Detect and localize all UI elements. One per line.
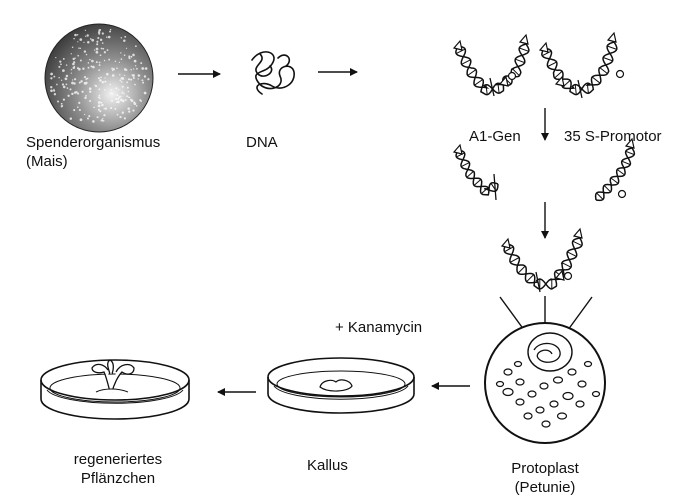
donor-label-line1: Spenderorganismus: [26, 134, 161, 151]
plantlet: [91, 359, 135, 393]
a1-gene-fragment: [452, 143, 499, 201]
protoplast-label-line1: Protoplast: [511, 460, 579, 477]
promoter-fragment-helix: [538, 31, 625, 99]
callus-label: Kallus: [307, 457, 348, 474]
recombinant-construct-helix: [500, 227, 583, 293]
dna-label: DNA: [246, 134, 278, 151]
dna-fragments-upper: [452, 31, 625, 99]
donor-label-line2: (Mais): [26, 153, 68, 170]
protoplast-label: Protoplast (Petunie): [490, 459, 600, 497]
kanamycin-label: + Kanamycin: [335, 319, 423, 336]
plantlet-label: regeneriertes Pflänzchen: [58, 450, 178, 488]
sphere-texture: [50, 28, 150, 123]
separated-fragments: [452, 137, 636, 202]
plantlet-label-line1: regeneriertes: [73, 451, 163, 468]
donor-organism-sphere: [44, 23, 154, 133]
protoplast-label-line2: (Petunie): [514, 479, 576, 496]
gene-label: A1-Gen: [469, 128, 521, 145]
donor-label: Spenderorganismus (Mais): [26, 133, 160, 171]
gene-fragment-helix: [452, 33, 530, 97]
dna-tangle-icon: [251, 51, 295, 95]
protoplast-vacuoles: [495, 360, 601, 428]
protoplast-cell: [484, 322, 606, 444]
plantlet-label-line2: Pflänzchen: [80, 470, 156, 487]
callus-tissue: [319, 379, 353, 392]
plantlet-petri-dish: [40, 359, 190, 420]
promoter-fragment: [594, 137, 636, 202]
callus-petri-dish: [267, 357, 415, 414]
promoter-label: 35 S-Promotor: [564, 128, 662, 145]
